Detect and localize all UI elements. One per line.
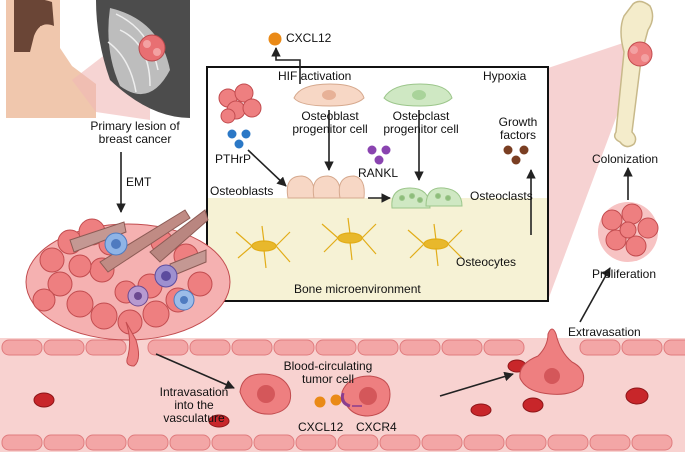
hypoxia-label: Hypoxia [483, 69, 527, 83]
mammogram [96, 0, 190, 118]
proliferation-cluster [598, 202, 659, 262]
osteoblast-cells [286, 175, 365, 199]
pthrp-molecules [227, 129, 251, 149]
cxcl12-top-dot [268, 32, 282, 46]
osteoclast-progenitor [383, 83, 453, 107]
bone [613, 0, 654, 148]
cxcr4-label: CXCR4 [356, 420, 397, 434]
primary-lesion-label: Primary lesion of breast cancer [90, 119, 180, 146]
circulation-arrow [439, 371, 514, 397]
immune-cells [104, 232, 195, 311]
bone-microenvironment-label: Bone microenvironment [294, 282, 421, 296]
primary-tumor-cluster [25, 209, 231, 341]
osteoclast-cells [391, 187, 463, 209]
cxcl12-top-label: CXCL12 [286, 31, 332, 45]
pthrp-label: PTHrP [215, 152, 251, 166]
proliferation-label: Proliferation [592, 267, 657, 281]
bone-marrow-tumor-cells [218, 83, 262, 124]
growth-factors-label: Growth factors [498, 115, 538, 142]
vessel-wall-bottom [1, 434, 673, 451]
tumor-mass [138, 34, 166, 62]
zoom-wedge [548, 40, 632, 300]
intravasating-cell [125, 321, 140, 367]
bone-microenvironment-box [206, 66, 549, 302]
pthrp-arrow [247, 149, 287, 187]
cxcl12-bottom-label: CXCL12 [298, 420, 344, 434]
osteoclast-progenitor-label: Osteoclast progenitor cell [383, 109, 459, 136]
osteocytes-label: Osteocytes [456, 255, 517, 269]
extravasation-to-proliferation-arrow [579, 267, 611, 323]
blood-vessel [0, 338, 685, 452]
colonization-label: Colonization [592, 152, 659, 166]
cxcl12-bound-ligand [330, 394, 342, 406]
osteoblast-progenitor [293, 83, 365, 107]
extravasation-label: Extravasation [568, 325, 641, 339]
arrows [116, 47, 633, 397]
cxcl12-ligand [314, 396, 326, 408]
osteoblasts-label: Osteoblasts [210, 184, 274, 198]
cxcr4-receptor [340, 392, 351, 408]
vessel-wall-top [1, 339, 685, 356]
intravasation-arrow [155, 353, 235, 389]
intravasation-label: Intravasation into the vasculature [159, 385, 229, 425]
hif-activation-label: HIF activation [278, 69, 352, 83]
extravasating-cell [519, 328, 585, 395]
osteoblast-progenitor-label: Osteoblast progenitor cell [292, 109, 368, 136]
hif-arrow [271, 47, 301, 84]
osteoclasts-label: Osteoclasts [470, 189, 533, 203]
circulating-tumor-cell-label: Blood-circulating tumor cell [283, 359, 373, 386]
circulating-tumor-cell-1 [239, 373, 292, 415]
rankl-label: RANKL [358, 166, 399, 180]
emt-label: EMT [126, 175, 152, 189]
growth-factor-molecules [503, 145, 529, 165]
rankl-molecules [367, 145, 391, 165]
osteocyte-cells [235, 217, 463, 269]
